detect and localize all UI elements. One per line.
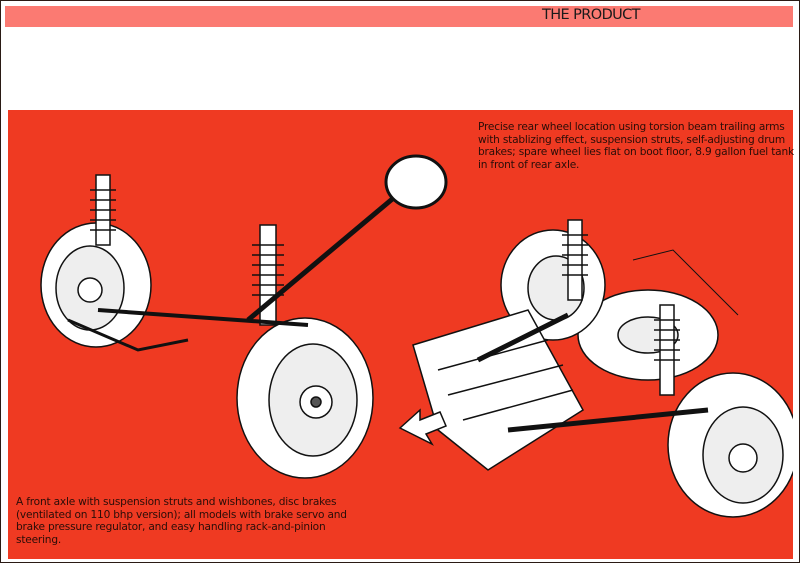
wishbone bbox=[67, 318, 189, 352]
suspension-illustration bbox=[40, 154, 793, 518]
front-axle-caption: A front axle with suspension struts and … bbox=[16, 496, 347, 546]
steering-wheel bbox=[384, 154, 448, 210]
rear-left-strut bbox=[567, 219, 583, 301]
rear-axle-caption: Precise rear wheel location using torsio… bbox=[478, 121, 794, 171]
header-bar: THE PRODUCT bbox=[5, 6, 793, 27]
page-title: THE PRODUCT bbox=[542, 7, 641, 23]
direction-arrow bbox=[398, 408, 447, 446]
steering-column bbox=[246, 188, 405, 322]
boot-floor-outline bbox=[632, 249, 739, 316]
illustration-panel: Precise rear wheel location using torsio… bbox=[8, 110, 794, 559]
front-right-wheel bbox=[236, 317, 374, 479]
steering-rack bbox=[97, 308, 309, 327]
torsion-beam bbox=[476, 312, 709, 433]
front-left-strut bbox=[90, 174, 116, 246]
rear-right-wheel bbox=[667, 372, 793, 518]
